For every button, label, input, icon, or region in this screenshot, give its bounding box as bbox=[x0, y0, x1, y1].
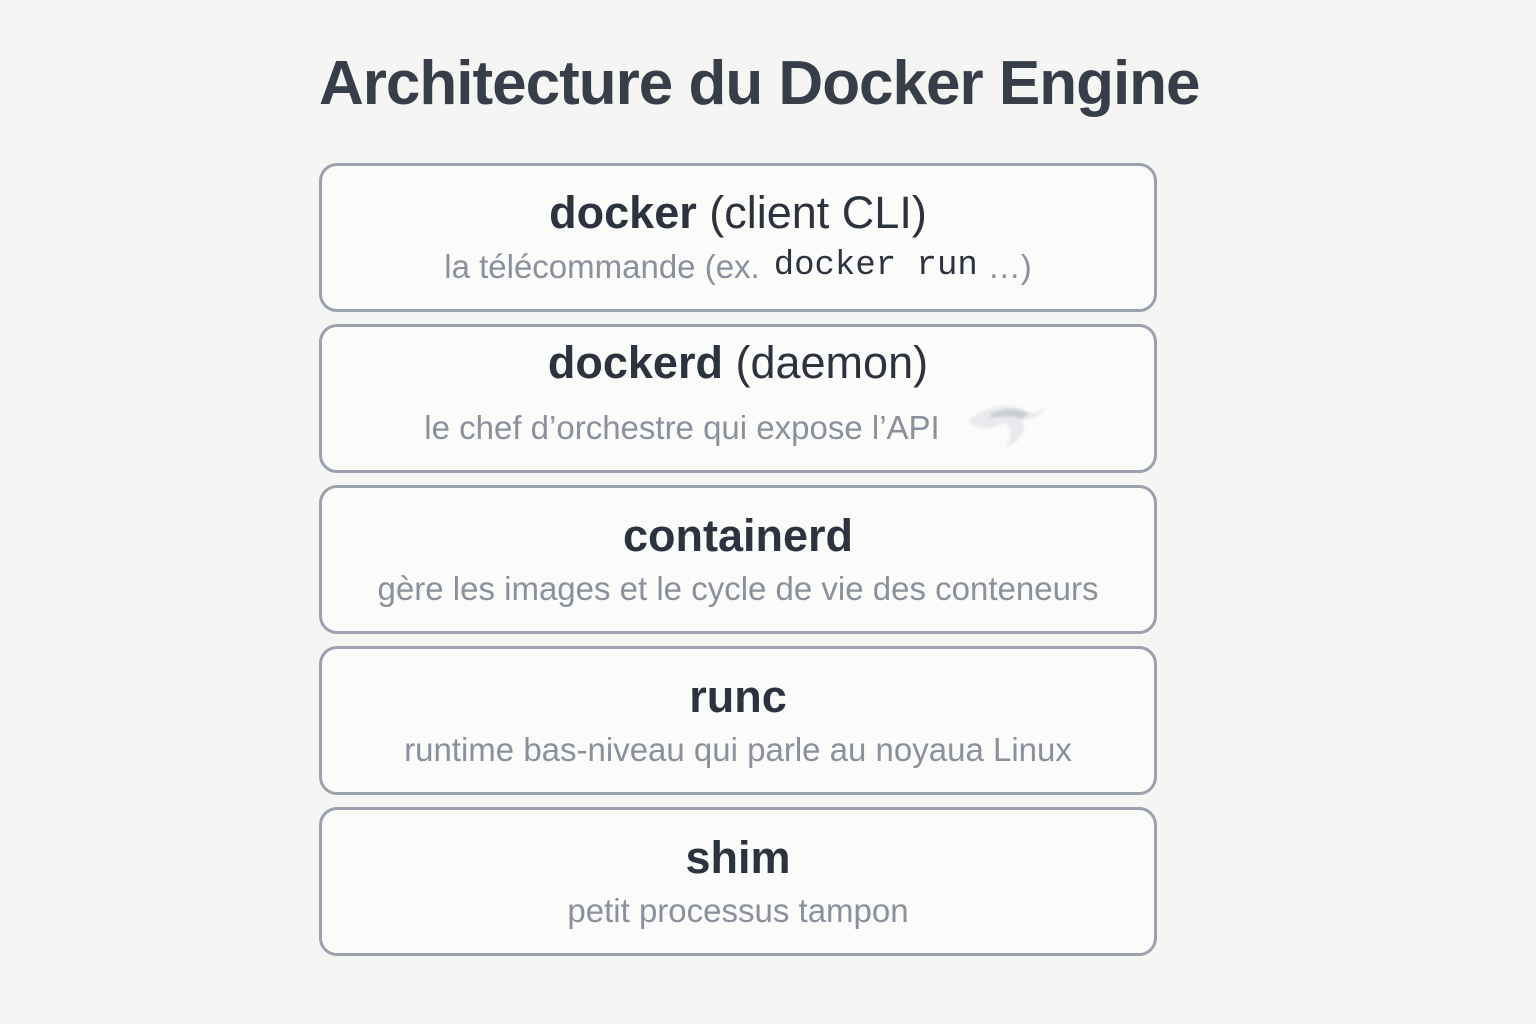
faint-smudge-icon bbox=[960, 398, 1052, 458]
layer-subtitle: runtime bas-niveau qui parle au noyaua L… bbox=[404, 730, 1072, 768]
layer-title: runc bbox=[689, 673, 787, 720]
subtitle-text: le chef d’orchestre qui expose l’API bbox=[424, 408, 940, 446]
layer-title: docker (client CLI) bbox=[549, 189, 927, 236]
layer-box-containerd: containerd gère les images et le cycle d… bbox=[319, 485, 1157, 634]
layer-name: containerd bbox=[622, 509, 854, 561]
layer-box-dockerd: dockerd (daemon) le chef d’orchestre qui… bbox=[319, 324, 1157, 473]
subtitle-text: la télécommande (ex. bbox=[444, 247, 760, 285]
layer-stack: docker (client CLI) la télécommande (ex.… bbox=[319, 163, 1157, 956]
layer-name: docker bbox=[549, 187, 697, 239]
diagram-column: Architecture du Docker Engine docker (cl… bbox=[319, 0, 1201, 968]
inline-code: docker run bbox=[773, 247, 978, 286]
layer-name: dockerd bbox=[547, 336, 723, 388]
page-title: Architecture du Docker Engine bbox=[319, 49, 1201, 118]
layer-box-shim: shim petit processus tampon bbox=[319, 807, 1157, 956]
layer-subtitle: la télécommande (ex. docker run …) bbox=[444, 247, 1032, 286]
subtitle-text: gère les images et le cycle de vie des c… bbox=[377, 569, 1099, 607]
layer-name: runc bbox=[689, 670, 787, 722]
layer-qualifier: (daemon) bbox=[735, 336, 929, 388]
layer-qualifier: (client CLI) bbox=[709, 187, 927, 239]
layer-box-runc: runc runtime bas-niveau qui parle au noy… bbox=[319, 646, 1157, 795]
subtitle-suffix: …) bbox=[987, 247, 1032, 285]
layer-subtitle: gère les images et le cycle de vie des c… bbox=[377, 569, 1099, 607]
layer-title: shim bbox=[685, 834, 790, 881]
subtitle-text: runtime bas-niveau qui parle au noyaua L… bbox=[404, 730, 1072, 768]
layer-name: shim bbox=[685, 831, 791, 883]
layer-box-docker: docker (client CLI) la télécommande (ex.… bbox=[319, 163, 1157, 312]
layer-title: dockerd (daemon) bbox=[548, 339, 928, 386]
layer-title: containerd bbox=[623, 512, 853, 559]
layer-subtitle: le chef d’orchestre qui expose l’API bbox=[424, 398, 1051, 458]
layer-subtitle: petit processus tampon bbox=[567, 891, 909, 929]
subtitle-text: petit processus tampon bbox=[567, 891, 909, 929]
